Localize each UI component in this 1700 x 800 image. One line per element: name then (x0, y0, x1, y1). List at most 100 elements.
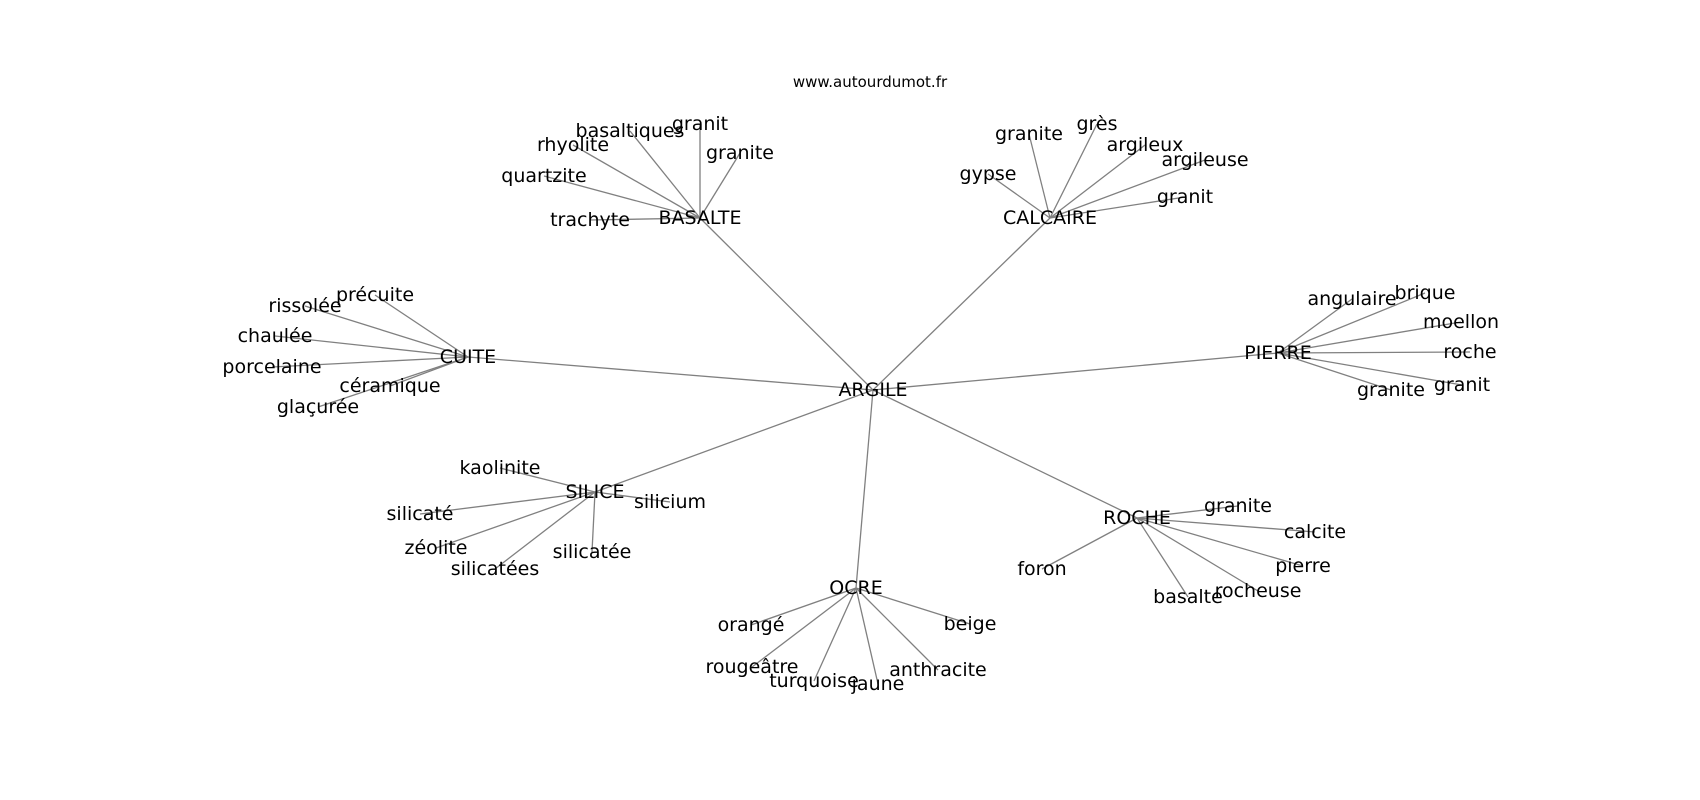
edge-hub-to-word (1049, 159, 1206, 219)
edge-hub-to-word (751, 587, 857, 668)
word-node: granit (1157, 186, 1213, 208)
edge-hub-to-word (1041, 517, 1138, 570)
hub-node: SILICE (565, 481, 624, 503)
edge-hub-to-word (374, 294, 469, 358)
word-node: granit (1434, 374, 1490, 396)
edge-hub-to-word (987, 173, 1051, 219)
word-node: jaune (851, 673, 905, 695)
edge-center-to-hub (467, 356, 874, 391)
edge-hub-to-word (1028, 133, 1051, 219)
edge-hub-to-word (591, 491, 596, 553)
edge-hub-to-word (1136, 505, 1239, 519)
edge-hub-to-word (594, 491, 671, 503)
hub-node: ROCHE (1103, 507, 1171, 529)
edge-hub-to-word (855, 587, 879, 685)
word-node: basalte (1153, 586, 1223, 608)
graph-edges (271, 123, 1471, 685)
edge-hub-to-word (589, 217, 701, 221)
center-node: ARGILE (838, 379, 907, 401)
word-node: roche (1443, 341, 1496, 363)
edge-hub-to-word (499, 467, 596, 493)
site-url: www.autourdumot.fr (793, 73, 948, 91)
word-node: silicaté (387, 503, 454, 525)
hub-node: CUITE (440, 346, 496, 368)
word-node: glaçurée (277, 396, 359, 418)
hub-node: OCRE (829, 577, 882, 599)
edge-hub-to-word (1136, 517, 1259, 592)
edge-hub-to-word (855, 587, 939, 671)
edge-center-to-hub (855, 389, 874, 589)
edge-hub-to-word (1277, 352, 1392, 391)
word-node: kaolinite (460, 457, 541, 479)
word-node: argileux (1107, 134, 1184, 156)
word-node: silicatées (451, 558, 540, 580)
edge-hub-to-word (1049, 144, 1146, 219)
word-node: calcite (1284, 521, 1346, 543)
edge-hub-to-word (699, 152, 741, 219)
word-node: foron (1017, 558, 1066, 580)
word-node: beige (944, 613, 997, 635)
word-node: granite (1357, 379, 1425, 401)
edge-hub-to-word (271, 356, 469, 368)
edge-center-to-hub (594, 389, 874, 493)
edge-hub-to-word (419, 491, 596, 515)
word-node: orangé (718, 614, 785, 636)
word-node: argileuse (1161, 149, 1248, 171)
word-node: brique (1395, 282, 1456, 304)
edge-hub-to-word (1277, 352, 1463, 386)
word-node: zéolite (405, 537, 468, 559)
word-node: silicium (634, 491, 706, 513)
word-node: granite (1204, 495, 1272, 517)
word-node: rhyolite (537, 134, 609, 156)
word-node: granite (995, 123, 1063, 145)
word-node: rissolée (268, 295, 341, 317)
edge-hub-to-word (435, 491, 596, 549)
edge-center-to-hub (872, 389, 1138, 519)
edge-hub-to-word (1277, 292, 1426, 354)
edge-hub-to-word (1049, 123, 1098, 219)
edge-hub-to-word (1277, 321, 1462, 354)
word-node: gypse (960, 163, 1017, 185)
edge-hub-to-word (855, 587, 971, 625)
edge-hub-to-word (629, 130, 701, 219)
word-node: rougeâtre (706, 656, 799, 678)
edge-hub-to-word (274, 335, 469, 358)
edge-hub-to-word (750, 587, 857, 626)
word-node: porcelaine (222, 356, 321, 378)
word-node: grès (1076, 113, 1117, 135)
edge-center-to-hub (872, 217, 1051, 391)
hub-node: PIERRE (1244, 342, 1311, 364)
word-node: anthracite (889, 659, 987, 681)
word-node: céramique (339, 375, 440, 397)
word-node: basaltiques (576, 120, 685, 142)
hub-node: CALCAIRE (1003, 207, 1097, 229)
word-node: pierre (1275, 555, 1331, 577)
edge-hub-to-word (1136, 517, 1304, 567)
word-node: précuite (336, 284, 414, 306)
edge-center-to-hub (872, 352, 1279, 391)
word-node: granit (672, 113, 728, 135)
word-node: rocheuse (1215, 580, 1302, 602)
word-node: silicatée (553, 541, 632, 563)
edge-hub-to-word (813, 587, 857, 682)
word-node: turquoise (769, 670, 859, 692)
edge-hub-to-word (1277, 351, 1471, 354)
edge-hub-to-word (1136, 517, 1189, 598)
edge-hub-to-word (494, 491, 596, 570)
edge-hub-to-word (543, 175, 701, 219)
word-node: trachyte (550, 209, 630, 231)
edge-hub-to-word (304, 305, 469, 358)
word-node: quartzite (501, 165, 586, 187)
edge-hub-to-word (317, 356, 469, 408)
edge-hub-to-word (1049, 196, 1186, 219)
edge-hub-to-word (572, 144, 701, 219)
word-node: moellon (1423, 311, 1499, 333)
edge-hub-to-word (1277, 298, 1353, 354)
word-node: angulaire (1307, 288, 1396, 310)
hub-node: BASALTE (658, 207, 741, 229)
word-node: granite (706, 142, 774, 164)
edge-center-to-hub (699, 217, 874, 391)
edge-hub-to-word (1136, 517, 1316, 533)
